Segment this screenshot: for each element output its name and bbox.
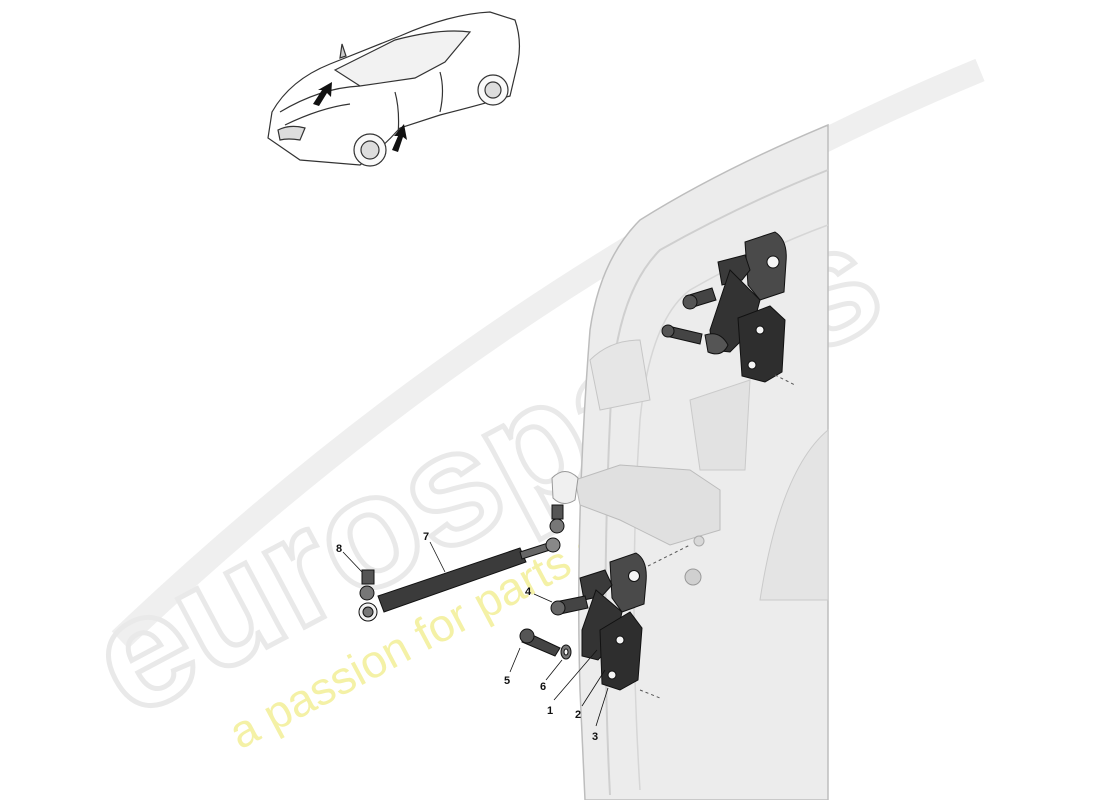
- arrow-icon: [392, 124, 407, 152]
- callout-1: 1: [547, 705, 553, 717]
- upper-hinge-assembly: [661, 231, 796, 386]
- callout-labels: 1 2 3 4 5 6 7 8: [336, 531, 598, 743]
- arrow-icon: [313, 82, 332, 106]
- callout-4: 4: [525, 586, 532, 598]
- gas-strut: [358, 504, 565, 622]
- callout-leaders: [342, 541, 609, 727]
- watermark: eurospares a passion for parts since 198…: [59, 58, 985, 759]
- door-panel: [551, 123, 829, 800]
- car-overview-icon: [267, 11, 521, 167]
- callout-2: 2: [575, 709, 581, 721]
- lower-hinge-assembly: [519, 544, 691, 699]
- callout-8: 8: [336, 543, 342, 555]
- callout-3: 3: [592, 731, 598, 743]
- callout-7: 7: [423, 531, 429, 543]
- callout-6: 6: [540, 681, 546, 693]
- callout-5: 5: [504, 675, 510, 687]
